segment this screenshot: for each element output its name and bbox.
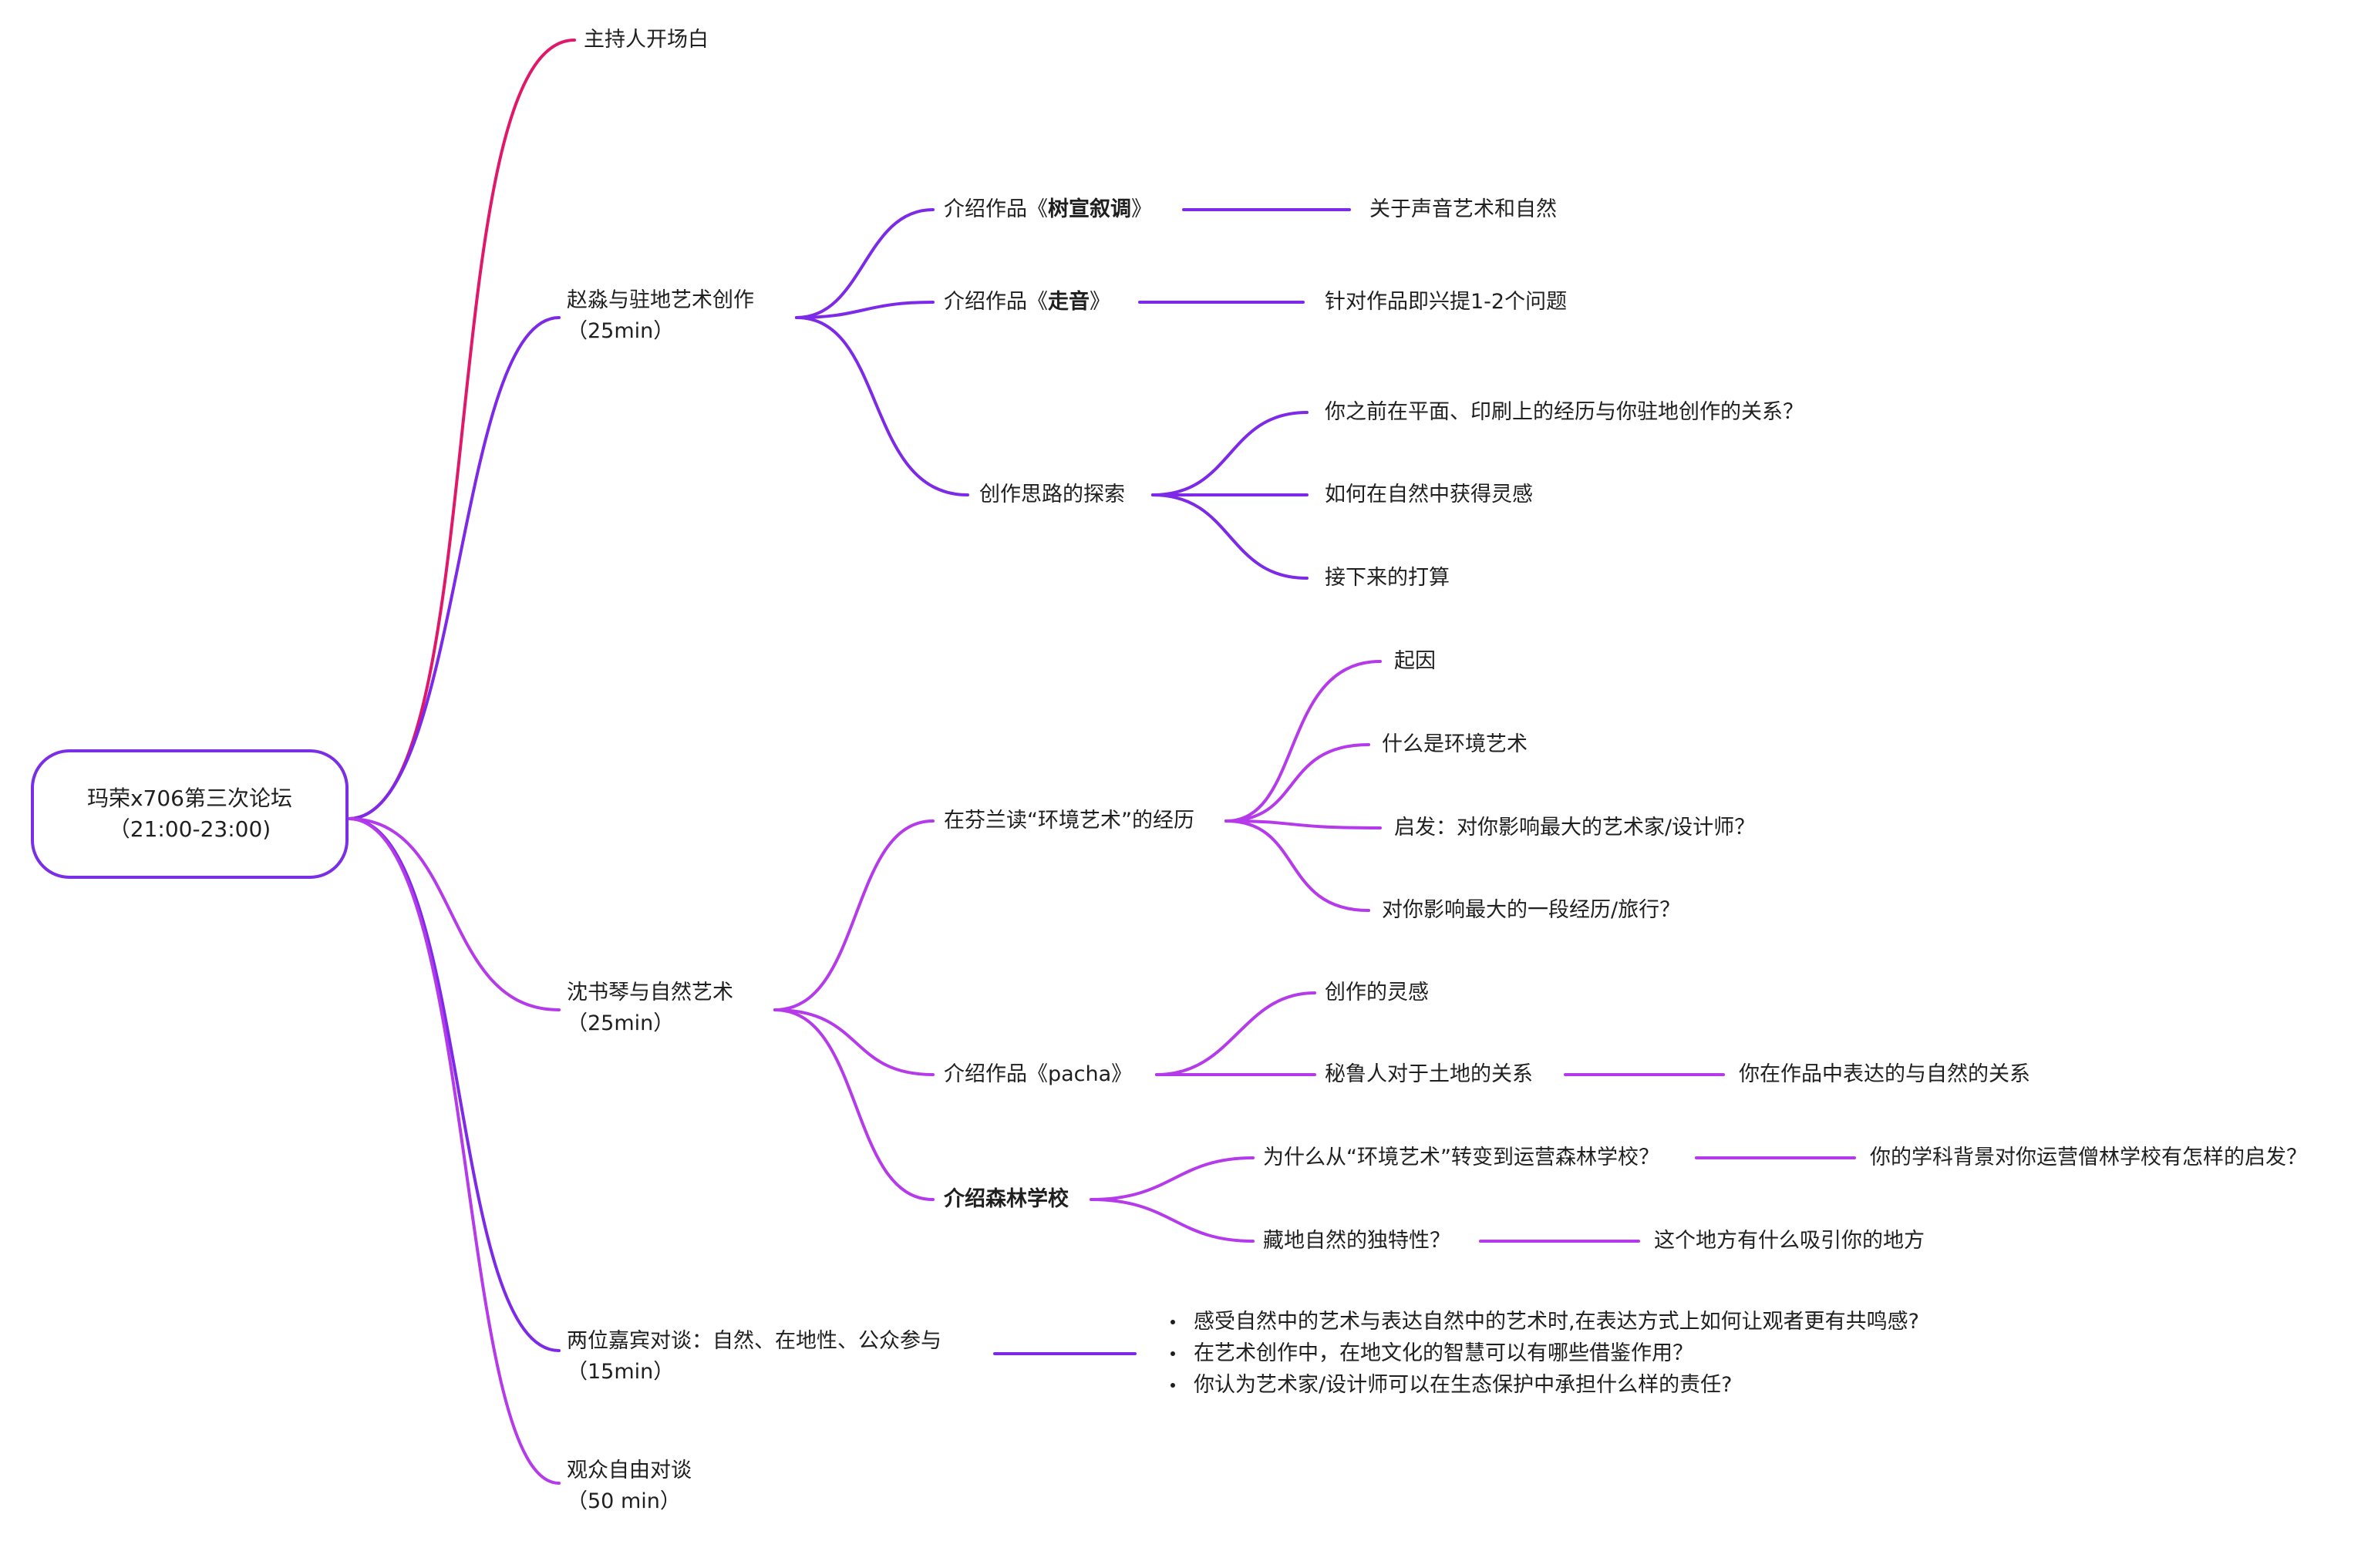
- connector-school-unique: [1090, 1198, 1255, 1243]
- node-finland-item1[interactable]: 起因: [1394, 649, 1436, 673]
- connector-root-opening: [347, 39, 576, 820]
- connector-finland-item4: [1224, 819, 1370, 912]
- work2-name: 走音: [1048, 290, 1090, 314]
- topic-audience-title: 观众自由对谈: [567, 1459, 692, 1482]
- dialogue-questions-list[interactable]: 感受自然中的艺术与表达自然中的艺术时,在表达方式上如何让观者更有共鸣感? 在艺术…: [1171, 1306, 1919, 1401]
- topic-zhao-time: （25min）: [567, 319, 675, 343]
- connector-zhao-explore: [795, 316, 969, 496]
- dialogue-question: 你认为艺术家/设计师可以在生态保护中承担什么样的责任?: [1171, 1369, 1919, 1401]
- node-pacha-land[interactable]: 秘鲁人对于土地的关系: [1325, 1062, 1533, 1086]
- topic-shen-title: 沈书琴与自然艺术: [567, 981, 733, 1004]
- connector-finland-item1: [1224, 660, 1382, 823]
- topic-shen[interactable]: 沈书琴与自然艺术 （25min）: [567, 977, 733, 1039]
- dialogue-question: 感受自然中的艺术与表达自然中的艺术时,在表达方式上如何让观者更有共鸣感?: [1171, 1306, 1919, 1338]
- node-finland-item3[interactable]: 启发：对你影响最大的艺术家/设计师？: [1394, 816, 1756, 840]
- node-zhao-explore[interactable]: 创作思路的探索: [979, 483, 1125, 506]
- node-school-unique[interactable]: 藏地自然的独特性？: [1263, 1229, 1450, 1253]
- node-why-detail[interactable]: 你的学科背景对你运营僧林学校有怎样的启发？: [1870, 1146, 2307, 1169]
- node-land-detail[interactable]: 你在作品中表达的与自然的关系: [1739, 1062, 2030, 1086]
- connector-shen-school: [773, 1008, 935, 1201]
- dialogue-question: 在艺术创作中，在地文化的智慧可以有哪些借鉴作用？: [1171, 1338, 1919, 1369]
- node-pacha-inspiration[interactable]: 创作的灵感: [1325, 981, 1429, 1004]
- work1-prefix: 介绍作品《: [944, 197, 1048, 221]
- node-explore-item1[interactable]: 你之前在平面、印刷上的经历与你驻地创作的关系？: [1325, 400, 1804, 424]
- connector-zhao-work2: [795, 301, 935, 319]
- connector-finland-item3: [1224, 819, 1382, 829]
- topic-zhao-title: 赵淼与驻地艺术创作: [567, 288, 754, 312]
- node-finland-item4[interactable]: 对你影响最大的一段经历/旅行？: [1382, 898, 1681, 922]
- topic-dialogue[interactable]: 两位嘉宾对谈：自然、在地性、公众参与 （15min）: [567, 1326, 941, 1388]
- node-zhao-work2[interactable]: 介绍作品《走音》: [944, 287, 1110, 318]
- node-work1-detail[interactable]: 关于声音艺术和自然: [1369, 197, 1557, 221]
- connector-pacha-inspiration: [1155, 991, 1316, 1076]
- node-explore-item2[interactable]: 如何在自然中获得灵感: [1325, 483, 1533, 506]
- connector-school-why: [1090, 1156, 1255, 1201]
- topic-dialogue-title: 两位嘉宾对谈：自然、在地性、公众参与: [567, 1329, 941, 1353]
- root-node[interactable]: 玛荣x706第三次论坛 （21:00-23:00): [31, 749, 349, 879]
- topic-dialogue-time: （15min）: [567, 1360, 675, 1384]
- node-work2-detail[interactable]: 针对作品即兴提1-2个问题: [1325, 290, 1568, 314]
- connector-finland-item2: [1224, 743, 1370, 823]
- topic-audience[interactable]: 观众自由对谈 （50 min）: [567, 1455, 692, 1517]
- connector-root-zhao: [347, 316, 561, 820]
- node-finland-item2[interactable]: 什么是环境艺术: [1382, 732, 1528, 756]
- connector-root-shen: [347, 817, 561, 1011]
- root-time: （21:00-23:00): [108, 816, 271, 842]
- topic-shen-time: （25min）: [567, 1011, 675, 1035]
- topic-audience-time: （50 min）: [567, 1489, 681, 1513]
- root-title: 玛荣x706第三次论坛: [86, 786, 292, 811]
- topic-zhao[interactable]: 赵淼与驻地艺术创作 （25min）: [567, 285, 754, 347]
- node-school-why[interactable]: 为什么从“环境艺术”转变到运营森林学校？: [1263, 1146, 1659, 1169]
- work1-name: 树宣叙调: [1048, 197, 1131, 221]
- node-shen-finland[interactable]: 在芬兰读“环境艺术”的经历: [944, 809, 1194, 833]
- work2-prefix: 介绍作品《: [944, 290, 1048, 314]
- node-unique-detail[interactable]: 这个地方有什么吸引你的地方: [1654, 1229, 1925, 1253]
- node-shen-pacha[interactable]: 介绍作品《pacha》: [944, 1062, 1133, 1086]
- connector-root-audience: [347, 817, 561, 1485]
- connector-zhao-work1: [795, 208, 935, 319]
- node-explore-item3[interactable]: 接下来的打算: [1325, 566, 1450, 590]
- work1-suffix: 》: [1131, 197, 1152, 221]
- topic-opening[interactable]: 主持人开场白: [584, 28, 709, 52]
- connector-shen-pacha: [773, 1008, 935, 1076]
- connector-explore-item3: [1151, 493, 1309, 580]
- node-zhao-work1[interactable]: 介绍作品《树宣叙调》: [944, 194, 1152, 225]
- connector-explore-item1: [1151, 411, 1309, 496]
- node-shen-school[interactable]: 介绍森林学校: [944, 1187, 1069, 1211]
- work2-suffix: 》: [1090, 290, 1110, 314]
- connector-shen-finland: [773, 819, 935, 1011]
